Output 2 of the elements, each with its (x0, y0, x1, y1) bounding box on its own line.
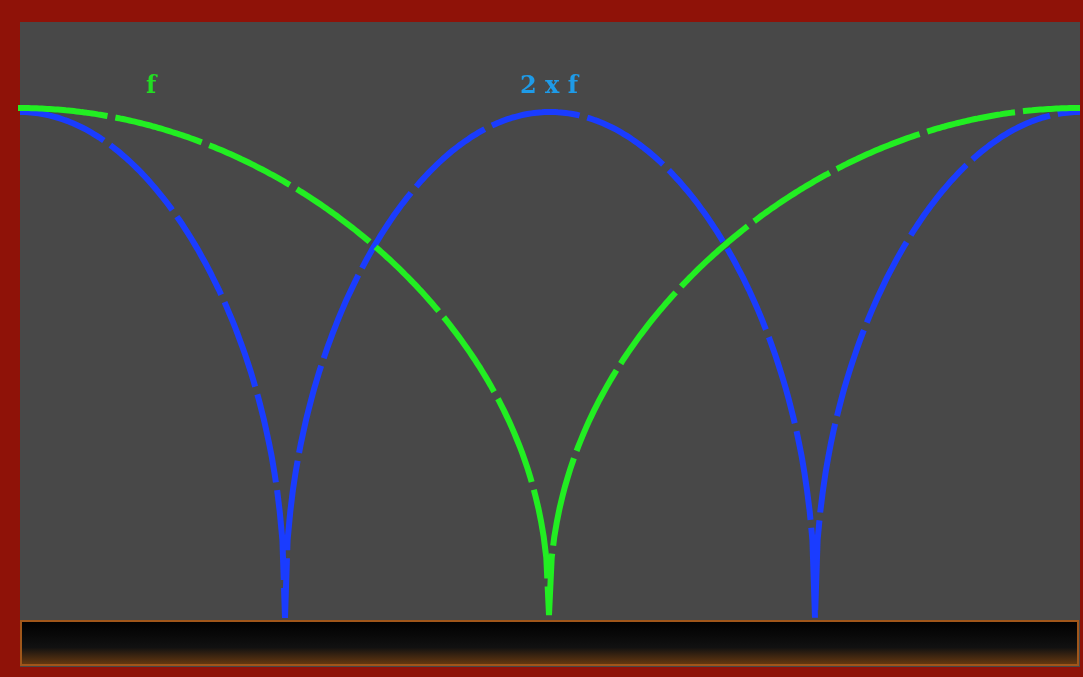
frequency-label: f (146, 70, 157, 99)
frequency-label: 2 x f (520, 70, 579, 99)
